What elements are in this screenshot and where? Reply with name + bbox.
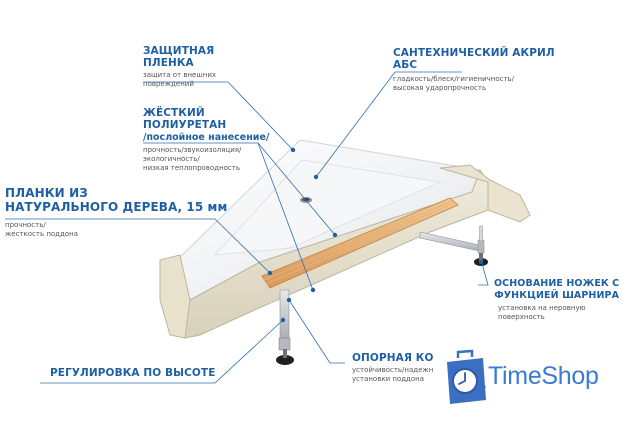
polyurethane-title-line1: ЖЁСТКИЙ: [143, 107, 205, 119]
protective-film-title-line1: ЗАЩИТНАЯ: [143, 45, 215, 57]
acrylic-title-line2: АБС: [393, 59, 418, 71]
support-frame-desc-line1: устойчивость/надежн: [352, 366, 434, 374]
leg-base-desc: установка на неровную поверхность: [498, 304, 586, 322]
leg-base-title: ОСНОВАНИЕ НОЖЕК С ФУНКЦИЕЙ ШАРНИРА: [494, 278, 619, 302]
wood-slats-title-line1: ПЛАНКИ ИЗ: [5, 186, 88, 200]
polyurethane-desc-line2: экологичность/: [143, 155, 200, 163]
wood-slats-desc: прочность/ жесткость поддона: [5, 221, 78, 239]
protective-film-desc: защита от внешних повреждений: [143, 71, 216, 89]
acrylic-desc-line2: высокая ударопрочность: [393, 84, 487, 92]
acrylic-desc-line1: гладкость/блеск/гигиеничность/: [393, 75, 515, 83]
leg-base-desc-line1: установка на неровную: [498, 304, 586, 312]
support-frame-desc: устойчивость/надежн установки поддона: [352, 366, 433, 384]
polyurethane-title-line2: ПОЛИУРЕТАН: [143, 119, 227, 131]
wood-slats-desc-line2: жесткость поддона: [5, 230, 79, 238]
leader-lines: [5, 71, 489, 384]
acrylic-title-line1: САНТЕХНИЧЕСКИЙ АКРИЛ: [393, 47, 555, 59]
callout-dots: [267, 147, 484, 323]
protective-film-title: ЗАЩИТНАЯ ПЛЕНКА: [143, 45, 214, 69]
protective-film-desc-line2: повреждений: [143, 80, 194, 88]
timeshop-logo-text: TimeShop: [488, 362, 599, 390]
timeshop-logo-icon: [447, 349, 486, 404]
wood-slats-desc-line1: прочность/: [5, 221, 46, 229]
acrylic-title: САНТЕХНИЧЕСКИЙ АКРИЛ АБС: [393, 47, 555, 71]
wood-slats-title-line2: НАТУРАЛЬНОГО ДЕРЕВА, 15 мм: [5, 200, 228, 214]
height-adjust-title: РЕГУЛИРОВКА ПО ВЫСОТЕ: [50, 367, 216, 379]
leg-base-title-line2: ФУНКЦИЕЙ ШАРНИРА: [494, 290, 620, 301]
support-frame-title: ОПОРНАЯ КО: [352, 352, 434, 364]
polyurethane-desc: прочность/звукоизоляция/ экологичность/ …: [143, 146, 241, 173]
polyurethane-desc-line1: прочность/звукоизоляция/: [143, 146, 242, 154]
polyurethane-title: ЖЁСТКИЙ ПОЛИУРЕТАН: [143, 107, 226, 131]
protective-film-title-line2: ПЛЕНКА: [143, 57, 194, 69]
polyurethane-desc-line3: низкая теплопроводность: [143, 164, 240, 172]
leg-base-desc-line2: поверхность: [498, 313, 545, 321]
wood-slats-title: ПЛАНКИ ИЗ НАТУРАЛЬНОГО ДЕРЕВА, 15 мм: [5, 186, 227, 214]
support-frame-desc-line2: установки поддона: [352, 375, 425, 383]
leg-base-title-line1: ОСНОВАНИЕ НОЖЕК С: [494, 278, 620, 289]
protective-film-desc-line1: защита от внешних: [143, 71, 217, 79]
polyurethane-subtitle: /послойное нанесение/: [143, 132, 270, 143]
acrylic-desc: гладкость/блеск/гигиеничность/ высокая у…: [393, 75, 514, 93]
